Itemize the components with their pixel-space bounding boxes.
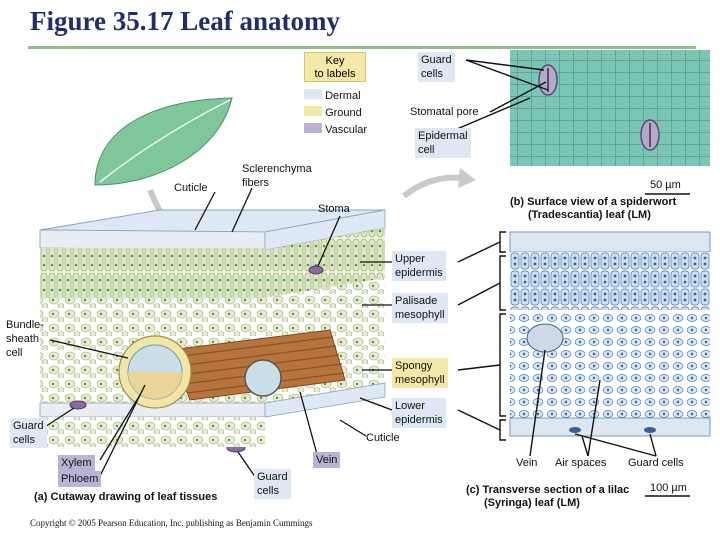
label-upper-epidermis: Upper epidermis (392, 251, 446, 281)
key-label-ground: Ground (325, 107, 362, 119)
key-label-vascular: Vascular (325, 124, 368, 136)
key-heading-line2: to labels (314, 68, 356, 80)
key-heading: Key to labels (304, 52, 366, 82)
caption-cutaway: (a) Cutaway drawing of leaf tissues (34, 491, 218, 503)
label-spongy-mesophyll: Spongy mesophyll (392, 358, 448, 388)
key-list: Dermal Ground Vascular (304, 89, 367, 140)
label-air-spaces: Air spaces (555, 457, 607, 469)
label-vein-cutaway: Vein (313, 452, 341, 468)
label-sclerenchyma-fibers: Sclerenchyma fibers (242, 163, 312, 189)
label-cuticle-top: Cuticle (174, 182, 208, 194)
cutaway-leader-lines (39, 187, 393, 479)
scale-label-c: 100 µm (650, 482, 687, 494)
label-vein-transverse: Vein (516, 457, 538, 469)
surface-leader-lines (449, 59, 549, 133)
transverse-micrograph (508, 228, 712, 450)
title-rule (28, 46, 696, 49)
caption-surface-view: (b) Surface view of a spiderwort (Trades… (510, 196, 677, 221)
transverse-brackets (457, 231, 657, 457)
label-stoma: Stoma (318, 203, 350, 215)
label-guard-cells-surface: Guard cells (418, 52, 455, 82)
key-item-ground: Ground (304, 106, 367, 123)
copyright-notice: Copyright © 2005 Pearson Education, Inc.… (30, 518, 313, 528)
key-item-vascular: Vascular (304, 123, 367, 140)
key-item-dermal: Dermal (304, 89, 367, 106)
surface-micrograph (510, 50, 710, 166)
label-guard-cells-bottom: Guard cells (254, 469, 291, 499)
zoom-arrow-right (402, 174, 463, 199)
label-stomatal-pore: Stomatal pore (410, 106, 479, 118)
leaf-illustration (94, 97, 233, 186)
scale-label-b: 50 µm (650, 179, 681, 191)
key-swatch-ground (304, 106, 322, 116)
label-lower-epidermis: Lower epidermis (392, 398, 446, 428)
key-swatch-dermal (304, 89, 322, 99)
label-bundle-sheath-cell: Bundle- sheath cell (6, 319, 44, 359)
cutaway-block (39, 209, 386, 453)
label-xylem: Xylem (58, 455, 95, 471)
key-swatch-vascular (304, 123, 322, 133)
key-heading-line1: Key (325, 55, 345, 67)
figure-title: Figure 35.17 Leaf anatomy (30, 6, 340, 36)
key-label-dermal: Dermal (325, 90, 361, 102)
label-guard-cells-transverse: Guard cells (628, 457, 684, 469)
label-phloem: Phloem (58, 471, 102, 487)
label-guard-cells-left: Guard cells (10, 418, 47, 448)
label-epidermal-cell: Epidermal cell (415, 128, 471, 158)
label-cuticle-bottom: Cuticle (366, 432, 400, 444)
label-palisade-mesophyll: Palisade mesophyll (392, 293, 448, 323)
caption-transverse: (c) Transverse section of a lilac (Syrin… (466, 484, 630, 509)
